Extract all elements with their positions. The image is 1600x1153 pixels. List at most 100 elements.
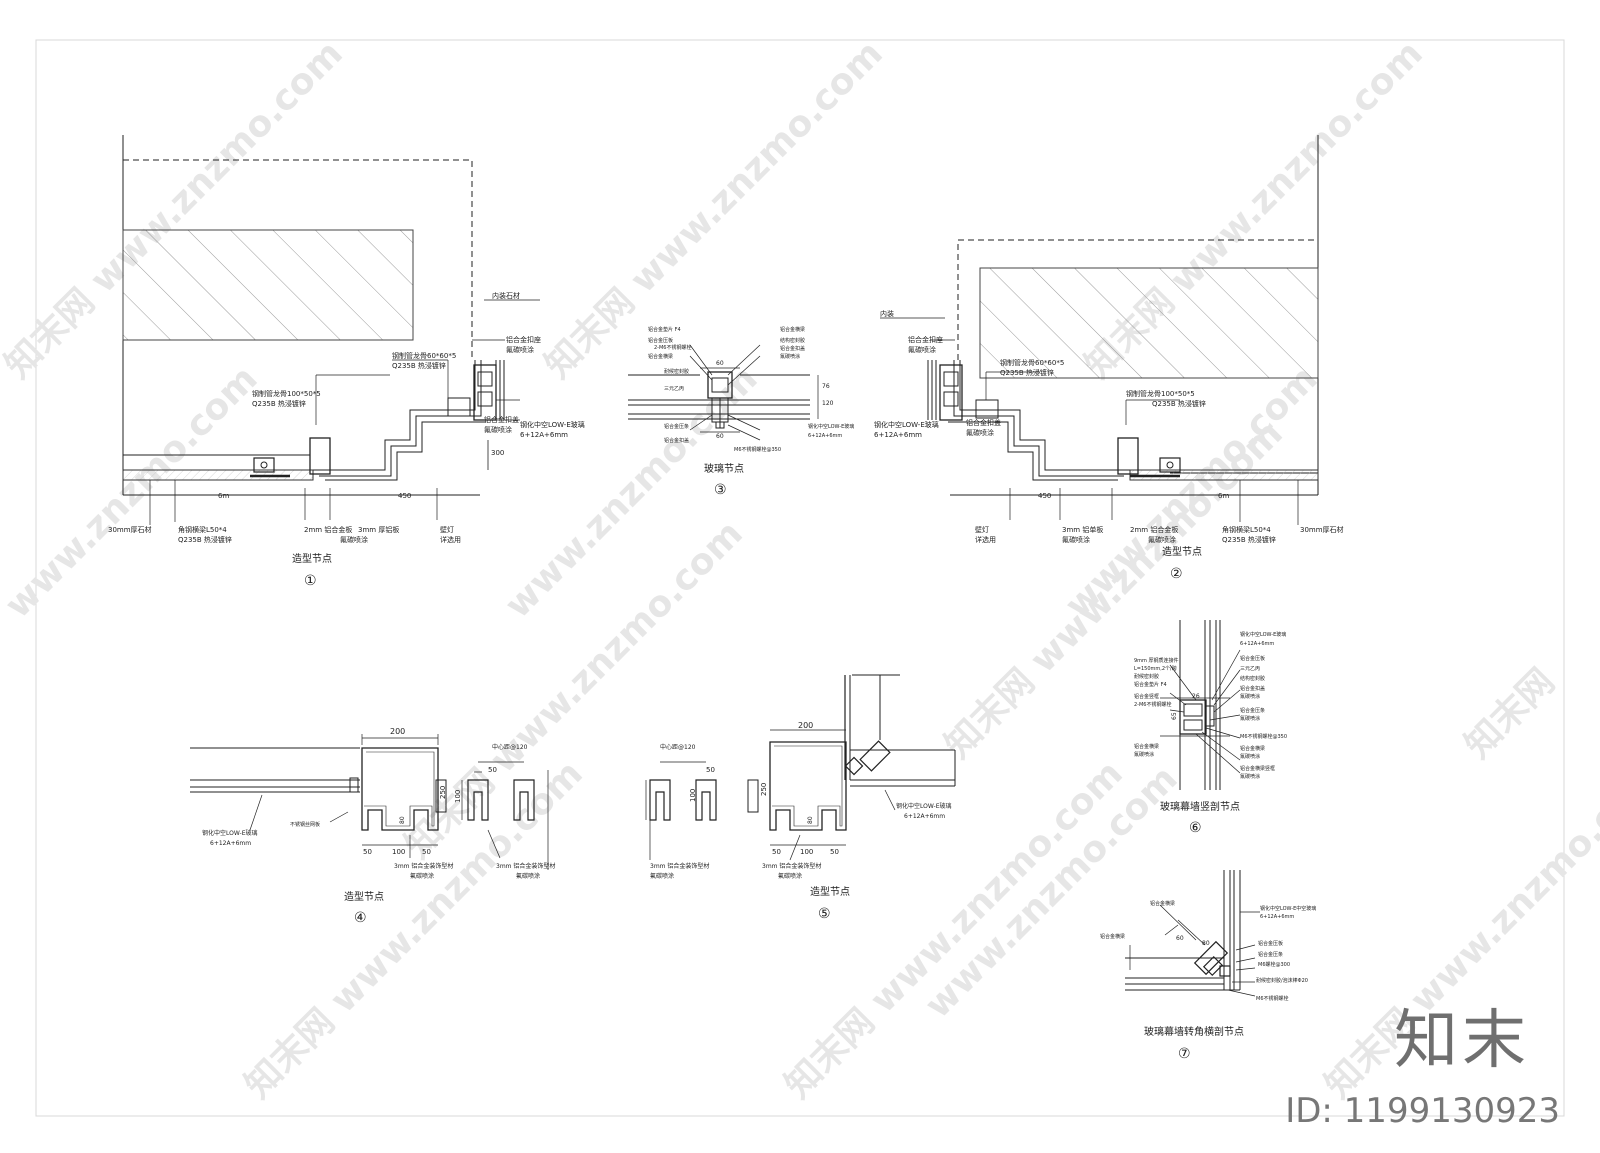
svg-text:Q235B 热浸镀锌: Q235B 热浸镀锌 — [1152, 399, 1206, 408]
svg-text:60: 60 — [1176, 935, 1184, 942]
svg-text:450: 450 — [398, 492, 411, 500]
detail-6-labels: 钢化中空LOW-E玻璃 6+12A+6mm 铝合金压板 三元乙丙 结构密封胶 铝… — [1134, 631, 1287, 836]
svg-text:钢制管龙骨60*60*5: 钢制管龙骨60*60*5 — [1000, 358, 1064, 367]
svg-text:②: ② — [1170, 566, 1183, 582]
svg-text:钢制管龙骨100*50*5: 钢制管龙骨100*50*5 — [252, 389, 321, 398]
detail-5 — [645, 674, 956, 861]
svg-text:60: 60 — [716, 433, 724, 440]
svg-text:100: 100 — [800, 848, 813, 856]
svg-text:2-M6不锈钢螺栓: 2-M6不锈钢螺栓 — [654, 344, 691, 351]
svg-text:9mm 厚钢质连接件: 9mm 厚钢质连接件 — [1134, 657, 1179, 664]
svg-text:M6不锈钢螺栓@350: M6不锈钢螺栓@350 — [1240, 733, 1287, 740]
svg-text:铝合金横梁: 铝合金横梁 — [1240, 745, 1265, 752]
svg-text:3mm 厚铝板: 3mm 厚铝板 — [358, 525, 399, 534]
svg-text:③: ③ — [714, 482, 727, 498]
svg-text:氟碳喷涂: 氟碳喷涂 — [1148, 535, 1176, 544]
svg-text:铝合金横梁: 铝合金横梁 — [1150, 900, 1175, 907]
svg-text:6+12A+6mm: 6+12A+6mm — [808, 433, 842, 439]
steel-tube-60x60 — [447, 397, 471, 417]
svg-text:Q235B 热浸镀锌: Q235B 热浸镀锌 — [178, 535, 232, 544]
svg-text:铝合金横梁: 铝合金横梁 — [780, 326, 805, 333]
detail-5-labels: 中心距@120 50 100 200 250 80 50 100 50 3mm … — [650, 721, 952, 922]
svg-text:M6螺栓@300: M6螺栓@300 — [1258, 961, 1290, 968]
svg-text:耐候密封胶/泡沫棒Φ20: 耐候密封胶/泡沫棒Φ20 — [1256, 977, 1308, 984]
svg-text:氟碳喷涂: 氟碳喷涂 — [484, 425, 512, 434]
svg-text:氟碳喷涂: 氟碳喷涂 — [1062, 535, 1090, 544]
svg-text:氟碳喷涂: 氟碳喷涂 — [780, 353, 800, 360]
svg-text:氟碳喷涂: 氟碳喷涂 — [966, 428, 994, 437]
svg-text:铝合金扣盖: 铝合金扣盖 — [966, 418, 1001, 427]
svg-text:3mm 铝合金装饰型材: 3mm 铝合金装饰型材 — [394, 862, 453, 870]
svg-text:450: 450 — [1038, 492, 1051, 500]
svg-text:3mm 铝合金装饰型材: 3mm 铝合金装饰型材 — [496, 862, 555, 870]
svg-text:知末网: 知末网 — [1457, 661, 1562, 766]
light-fixture — [253, 457, 275, 473]
detail-1-labels: 内装石材 铝合金扣座 氟碳喷涂 钢制管龙骨60*60*5 Q235B 热浸镀锌 … — [108, 291, 585, 589]
svg-text:耐候密封胶: 耐候密封胶 — [1134, 673, 1159, 680]
fin-profile-b — [695, 779, 717, 821]
svg-text:氟碳喷涂: 氟碳喷涂 — [340, 535, 368, 544]
svg-text:6+12A+6mm: 6+12A+6mm — [874, 431, 922, 439]
svg-text:6m: 6m — [1218, 492, 1229, 500]
fin-profile-a — [649, 779, 671, 821]
svg-text:6+12A+6mm: 6+12A+6mm — [520, 431, 568, 439]
detail-4-labels: 200 中心距@120 50 100 250 80 50 100 50 钢化中空… — [202, 727, 555, 926]
svg-text:不锈钢丝网板: 不锈钢丝网板 — [290, 821, 320, 828]
svg-text:氟碳喷涂: 氟碳喷涂 — [506, 345, 534, 354]
svg-text:100: 100 — [454, 790, 462, 803]
svg-text:内装石材: 内装石材 — [492, 291, 520, 300]
svg-text:角钢横梁L50*4: 角钢横梁L50*4 — [1222, 525, 1271, 534]
svg-text:⑥: ⑥ — [1189, 820, 1202, 836]
svg-text:内装: 内装 — [880, 309, 894, 318]
svg-text:氟碳喷涂: 氟碳喷涂 — [1240, 715, 1260, 722]
brand-watermark: 知末 — [1394, 1004, 1530, 1078]
detail-6 — [1160, 620, 1241, 790]
svg-text:知末网 www.znzmo.com: 知末网 www.znzmo.com — [537, 33, 890, 386]
svg-text:详选用: 详选用 — [440, 535, 461, 544]
svg-text:65: 65 — [1171, 712, 1178, 720]
svg-text:氟碳喷涂: 氟碳喷涂 — [650, 872, 674, 880]
svg-text:80: 80 — [1202, 940, 1210, 947]
svg-text:www.znzmo.com: www.znzmo.com — [917, 758, 1185, 1026]
svg-text:钢化中空LOW-E玻璃: 钢化中空LOW-E玻璃 — [202, 829, 258, 837]
sill-band — [122, 469, 314, 481]
svg-text:2mm 铝合金板: 2mm 铝合金板 — [304, 525, 352, 534]
svg-text:玻璃幕墙转角横剖节点: 玻璃幕墙转角横剖节点 — [1144, 1025, 1244, 1038]
svg-text:钢制管龙骨60*60*5: 钢制管龙骨60*60*5 — [392, 351, 456, 360]
svg-text:铝合金横梁: 铝合金横梁 — [1100, 933, 1125, 940]
svg-text:26: 26 — [1192, 693, 1200, 700]
svg-text:氟碳喷涂: 氟碳喷涂 — [1240, 693, 1260, 700]
svg-text:氟碳喷涂: 氟碳喷涂 — [516, 872, 540, 880]
svg-text:30mm厚石材: 30mm厚石材 — [108, 525, 152, 534]
corner-mullion — [1193, 940, 1231, 977]
svg-text:300: 300 — [491, 449, 504, 457]
svg-text:30mm厚石材: 30mm厚石材 — [1300, 525, 1344, 534]
svg-text:200: 200 — [798, 721, 813, 730]
svg-text:角钢横梁L50*4: 角钢横梁L50*4 — [178, 525, 227, 534]
svg-text:钢制管龙骨100*50*5: 钢制管龙骨100*50*5 — [1126, 389, 1195, 398]
svg-text:Q235B 热浸镀锌: Q235B 热浸镀锌 — [1222, 535, 1276, 544]
svg-text:铝合金横梁: 铝合金横梁 — [648, 353, 673, 360]
svg-text:钢化中空LOW-E玻璃: 钢化中空LOW-E玻璃 — [1240, 631, 1286, 638]
svg-text:6m: 6m — [218, 492, 229, 500]
svg-text:氟碳喷涂: 氟碳喷涂 — [410, 872, 434, 880]
svg-text:6+12A+6mm: 6+12A+6mm — [210, 840, 251, 847]
svg-text:钢化中空LOW-E玻璃: 钢化中空LOW-E玻璃 — [896, 802, 952, 810]
svg-text:50: 50 — [488, 766, 497, 774]
detail-1 — [122, 135, 540, 525]
svg-text:50: 50 — [422, 848, 431, 856]
svg-text:100: 100 — [689, 789, 697, 802]
svg-text:Q235B 热浸镀锌: Q235B 热浸镀锌 — [252, 399, 306, 408]
detail-4 — [190, 734, 549, 870]
svg-text:氟碳喷涂: 氟碳喷涂 — [1134, 751, 1154, 758]
detail-7 — [1125, 870, 1260, 997]
mullion — [939, 364, 963, 421]
svg-text:铝合金压条: 铝合金压条 — [1240, 707, 1265, 714]
steel-tube-100x50 — [309, 437, 331, 475]
svg-text:氟碳喷涂: 氟碳喷涂 — [1240, 753, 1260, 760]
svg-text:6+12A+6mm: 6+12A+6mm — [1260, 914, 1294, 920]
svg-text:造型节点: 造型节点 — [292, 552, 332, 565]
svg-text:www.znzmo.com: www.znzmo.com — [1057, 358, 1325, 626]
detail-2-labels: 内装 铝合金扣座 氟碳喷涂 钢制管龙骨60*60*5 Q235B 热浸镀锌 钢制… — [874, 309, 1344, 582]
